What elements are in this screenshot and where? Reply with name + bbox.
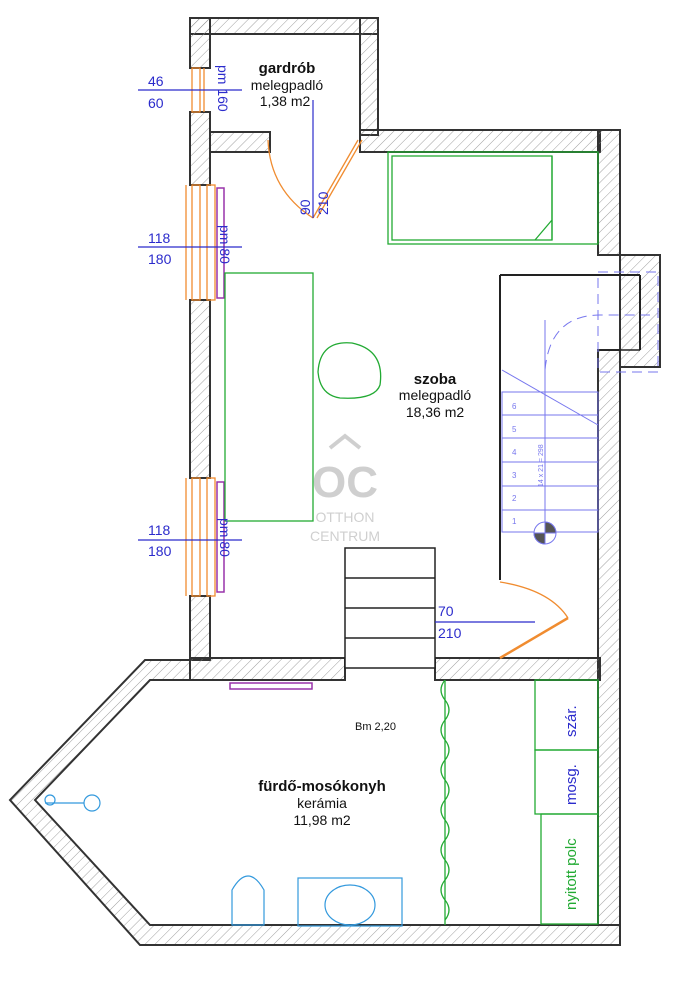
stair-formula: 14 x 21 = 298 [538, 444, 545, 487]
window-3-parapet: pm 80 [217, 518, 233, 557]
open-stair-hole [344, 547, 436, 669]
doors [267, 139, 569, 660]
stair-step-3: 3 [512, 471, 517, 480]
window-1-width: 46 [148, 73, 164, 89]
stair-step-2: 2 [512, 494, 517, 503]
washer-label: mosg. [563, 764, 580, 805]
windows [185, 67, 216, 597]
stairs [499, 271, 659, 580]
furniture [224, 151, 599, 925]
watermark-line1: OTTHON [315, 509, 374, 525]
room-szoba-floor: melegpadló [399, 387, 472, 403]
stair-step-1: 1 [512, 517, 517, 526]
sanitary-fixtures [44, 794, 403, 927]
room-bath-area: 11,98 m2 [293, 812, 351, 828]
dryer-label: szár. [563, 705, 580, 737]
door-1-width: 90 [297, 199, 313, 215]
window-1-height: 60 [148, 95, 164, 111]
window-2-parapet: pm 80 [217, 225, 233, 264]
room-szoba-area: 18,36 m2 [406, 404, 465, 420]
dimension-lines [138, 89, 535, 623]
stair-step-numbers: 1 2 3 4 5 6 [512, 402, 517, 526]
bath-sill-height: Bm 2,20 [355, 721, 396, 733]
window-2-width: 118 [148, 230, 171, 246]
window-3-height: 180 [148, 543, 172, 559]
stair-step-5: 5 [512, 425, 517, 434]
stair-step-6: 6 [512, 402, 517, 411]
watermark-line2: CENTRUM [310, 528, 380, 544]
window-1-parapet: pm 160 [215, 65, 231, 112]
walls [8, 17, 661, 946]
shelf-label: nyitott polc [563, 838, 580, 910]
window-2-height: 180 [148, 251, 172, 267]
window-3-width: 118 [148, 522, 171, 538]
radiators [216, 187, 313, 690]
svg-text:OC: OC [312, 458, 378, 507]
room-szoba-name: szoba [414, 371, 457, 388]
room-gardrob-area: 1,38 m2 [260, 93, 311, 109]
room-bath-floor: kerámia [297, 795, 347, 811]
door-2-height: 210 [438, 625, 462, 641]
room-gardrob-floor: melegpadló [251, 77, 324, 93]
stair-step-4: 4 [512, 448, 517, 457]
room-bath-name: fürdő-mosókonyh [258, 778, 386, 795]
otthon-centrum-watermark: OC OTTHON CENTRUM [310, 433, 380, 544]
room-gardrob-name: gardrób [259, 60, 316, 77]
door-2-width: 70 [438, 603, 454, 619]
door-1-height: 210 [315, 191, 331, 215]
